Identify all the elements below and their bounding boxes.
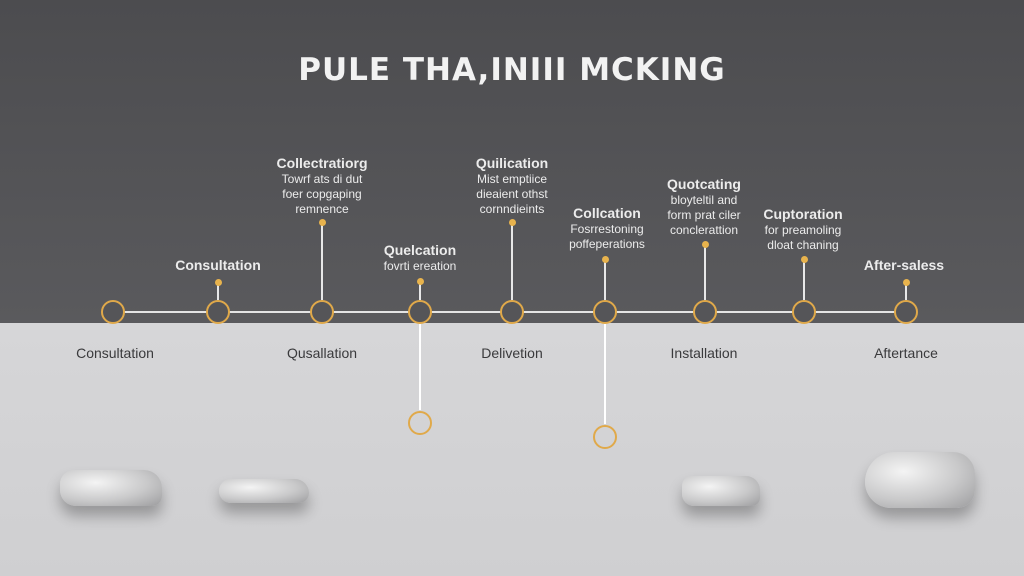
stem	[511, 222, 513, 300]
accent-dot	[508, 218, 516, 226]
timeline-node	[894, 300, 918, 324]
step-title: Collcation	[573, 205, 641, 221]
step-card: Consultation	[118, 257, 318, 274]
bottom-label: Consultation	[76, 345, 154, 361]
stem	[905, 282, 907, 300]
timeline-node	[408, 300, 432, 324]
stem	[803, 259, 805, 300]
accent-dot	[902, 278, 910, 286]
step-card: Collcation Fosrrestoning poffeperations	[507, 205, 707, 252]
bottom-label: Qusallation	[286, 345, 358, 361]
step-title: Quilication	[475, 155, 549, 171]
accent-dot	[416, 277, 424, 285]
timeline-node	[310, 300, 334, 324]
step-desc-line: Fosrrestoning	[570, 222, 644, 236]
step-title: Quelcation	[383, 242, 457, 258]
step-title: Quotcating	[667, 176, 741, 192]
stem	[604, 259, 606, 300]
stem	[419, 281, 421, 300]
accent-dot	[318, 218, 326, 226]
step-desc-line: cornndieints	[479, 202, 545, 216]
timeline-node	[101, 300, 125, 324]
accent-dot	[214, 278, 222, 286]
step-card: After-saless	[804, 257, 1004, 274]
timeline-node	[593, 300, 617, 324]
timeline-node	[206, 300, 230, 324]
step-card: Collectratiorg Towrf ats di dut foer cop…	[222, 155, 422, 217]
bottom-label: Delivetion	[481, 345, 543, 361]
stem	[704, 244, 706, 300]
stone-image	[60, 470, 162, 506]
accent-dot	[601, 255, 609, 263]
stem-down	[604, 324, 606, 424]
step-desc-line: remnence	[295, 202, 349, 216]
step-title: Cuptoration	[763, 206, 843, 222]
stone-image	[682, 476, 760, 506]
stone-image	[865, 452, 975, 508]
accent-dot	[800, 255, 808, 263]
timeline-node	[500, 300, 524, 324]
step-title: After-saless	[863, 257, 945, 273]
stone-image	[219, 479, 309, 503]
step-desc-line: dloat chaning	[767, 238, 839, 252]
timeline-node	[792, 300, 816, 324]
step-desc-line: Mist emptiice	[476, 172, 547, 186]
step-desc-line: conclerattion	[669, 223, 739, 237]
bottom-label: Installation	[670, 345, 738, 361]
timeline-node	[693, 300, 717, 324]
step-desc-line: foer copgaping	[282, 187, 362, 201]
accent-dot	[701, 240, 709, 248]
step-title: Collectratiorg	[276, 155, 368, 171]
step-card: Quilication Mist emptiice dieaient othst…	[412, 155, 612, 217]
step-card: Cuptoration for preamoling dloat chaning	[703, 206, 903, 253]
stem-down	[419, 324, 421, 410]
bottom-band	[0, 323, 1024, 576]
step-card: Quelcation fovrti ereation	[320, 242, 520, 274]
page-title: PULE THA,INIII MCKING	[298, 52, 726, 88]
step-desc-line: form prat ciler	[667, 208, 741, 222]
step-desc-line: poffeperations	[569, 237, 645, 251]
step-desc-line: Towrf ats di dut	[281, 172, 363, 186]
lower-node	[593, 425, 617, 449]
step-desc-line: fovrti ereation	[383, 259, 457, 273]
step-desc-line: bloyteltil and	[670, 193, 738, 207]
step-card: Quotcating bloyteltil and form prat cile…	[604, 176, 804, 238]
bottom-label: Aftertance	[874, 345, 938, 361]
step-title: Consultation	[175, 257, 261, 273]
step-desc-line: for preamoling	[764, 223, 842, 237]
stem	[321, 222, 323, 300]
stem	[217, 284, 219, 300]
step-desc-line: dieaient othst	[476, 187, 548, 201]
lower-node	[408, 411, 432, 435]
